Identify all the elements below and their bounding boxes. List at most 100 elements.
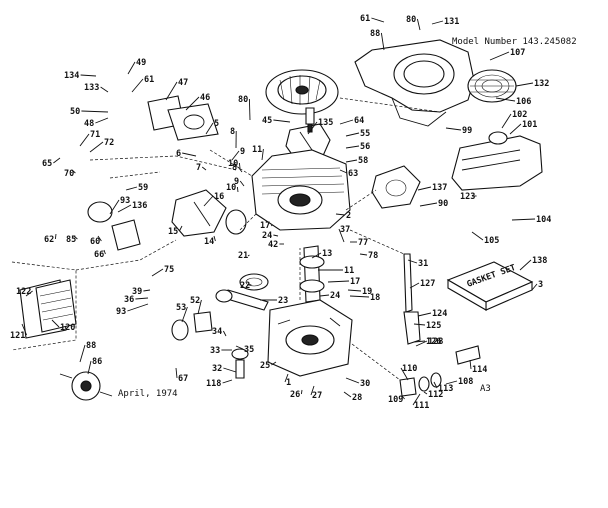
spark-plug-drawing [305,107,315,133]
part-callout: 61 [360,14,370,24]
callout-leader [413,323,426,326]
part-callout: 101 [522,120,537,130]
callout-leader [307,121,318,135]
callout-leader [359,253,368,256]
callout-leader [125,186,138,191]
callout-leader [79,133,90,147]
part-callout: 102 [512,110,527,120]
part-callout: 120 [60,323,75,333]
part-callout: 18 [370,293,380,303]
part-callout: 66 [94,250,104,260]
callout-leader [531,283,538,291]
part-callout: 5 [214,119,219,129]
callout-leader [409,282,420,289]
callout-leader [131,78,144,93]
callout-leader [339,169,348,174]
callout-leader [51,319,60,328]
head-gasket-drawing [147,95,219,141]
part-callout: 114 [472,365,487,375]
small-parts-drawing [171,311,249,379]
callout-leader [25,290,33,297]
part-callout: 26 [290,390,300,400]
part-callout: 64 [354,116,364,126]
crankshaft-drawing [299,245,325,303]
callout-leader [339,119,354,125]
callout-leader [237,166,243,173]
pulley-drawing [59,371,113,401]
callout-leader [349,295,370,298]
callout-leader [347,289,362,292]
callout-leader [412,393,421,406]
part-callout: 88 [370,29,380,39]
callout-leader [261,148,264,161]
callout-leader [417,186,432,191]
part-callout: 22 [240,281,250,291]
connecting-rod-drawing [215,289,269,311]
callout-leader [273,234,279,237]
callout-leader [495,97,516,102]
callout-leader [236,186,239,193]
callout-leader [223,330,227,337]
part-callout: 7 [196,163,201,173]
part-callout: 15 [168,227,178,237]
part-callout: 23 [278,296,288,306]
part-callout: 77 [358,238,368,248]
callout-leader [127,303,149,312]
muffler-drawing [451,131,543,191]
callout-leader [469,359,472,370]
part-callout: 128 [428,337,443,347]
callout-leader [335,213,346,216]
part-callout: 109 [388,395,403,405]
part-callout: 135 [318,118,333,128]
rewind-starter-drawing [467,69,517,103]
part-callout: 24 [330,291,340,301]
callout-leader [100,86,109,93]
part-callout: 46 [200,93,210,103]
part-callout: 52 [190,296,200,306]
callout-leader [239,180,245,187]
callout-leader [345,377,360,384]
flywheel-drawing [265,69,339,115]
callout-leader [247,254,250,257]
callout-leader [511,218,536,221]
part-callout: 49 [136,58,146,68]
part-callout: 60 [90,237,100,247]
part-callout: 131 [444,17,459,27]
part-callout: 125 [426,321,441,331]
part-callout: 19 [362,287,372,297]
part-callout: 37 [340,225,350,235]
part-callout: 132 [534,79,549,89]
part-callout: 90 [438,199,448,209]
part-callout: 88 [86,341,96,351]
part-callout: 127 [420,279,435,289]
callout-leader [273,119,291,123]
callout-leader [179,225,183,232]
part-callout: 59 [138,183,148,193]
part-callout: 31 [418,259,428,269]
part-callout: 24 [262,231,272,241]
crankcase-cover-drawing [267,299,353,377]
callout-leader [319,294,330,297]
part-callout: 93 [116,307,126,317]
part-callout: 99 [462,126,472,136]
blower-housing-drawing [354,39,475,127]
callout-leader [271,224,273,227]
callout-leader [201,166,207,171]
part-callout: 28 [352,393,362,403]
callout-leader [21,323,28,336]
part-callout: 11 [252,145,262,155]
part-callout: 113 [438,384,453,394]
part-callout: 106 [516,97,531,107]
callout-leader [519,259,532,271]
callout-leader [380,32,385,51]
part-callout: 93 [120,196,130,206]
part-callout: 8 [230,127,235,137]
part-callout: 58 [358,156,368,166]
callout-leader [345,132,360,137]
part-callout: 9 [234,177,239,187]
part-callout: 70 [64,169,74,179]
callout-leader [423,391,428,395]
part-callout: 33 [210,346,220,356]
callout-leader [501,113,512,129]
callout-leader [95,117,109,124]
